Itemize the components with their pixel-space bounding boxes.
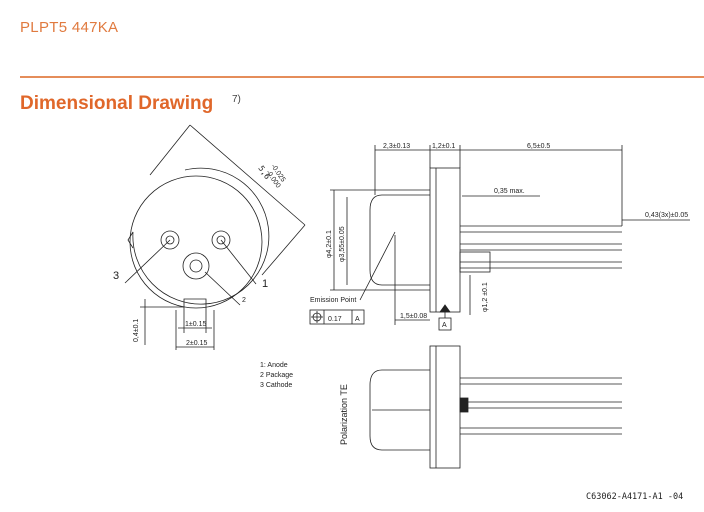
tolerance-value: 0.17 xyxy=(328,316,342,323)
dim-lead-dia: 0,43(3x)±0.05 xyxy=(645,212,688,219)
datum-box xyxy=(438,317,452,331)
pin-1-label: 1 xyxy=(262,278,268,290)
dim-body-dia: φ4,2±0.1 xyxy=(326,230,333,258)
emission-point-label: Emission Point xyxy=(310,297,356,304)
bottom-cap xyxy=(369,369,430,451)
section-title: Dimensional Drawing xyxy=(20,93,214,114)
pin-3-inner xyxy=(165,235,175,245)
side-view xyxy=(309,145,690,331)
dim-flange: 1,2±0.1 xyxy=(432,143,455,150)
datum-letter: A xyxy=(442,322,447,329)
polarization-label: Polarization TE xyxy=(339,384,349,445)
front-view xyxy=(124,124,306,350)
legend-item-anode: 1: Anode xyxy=(260,362,288,369)
pin-block xyxy=(459,251,491,273)
drawing-number: C63062-A4171-A1 -04 xyxy=(586,492,684,502)
tolerance-frame xyxy=(309,309,365,325)
part-number: PLPT5 447KA xyxy=(20,19,119,36)
bottom-view xyxy=(369,345,622,469)
pin-1-outer xyxy=(211,230,231,250)
key-notch xyxy=(183,298,207,307)
header-divider xyxy=(20,76,704,78)
leader-2 xyxy=(204,271,241,306)
dim-cap-dia: φ3,55±0.05 xyxy=(339,226,346,262)
dim-diameter-ext1 xyxy=(149,124,191,176)
dim-key-depth-label: 0,4±0.1 xyxy=(133,319,140,342)
dim-cap-length: 2,3±0.13 xyxy=(383,143,410,150)
dim-pcd: φ1,2 ±0.1 xyxy=(482,282,489,312)
dim-lead-length: 6,5±0.5 xyxy=(527,143,550,150)
pin-1-inner xyxy=(216,235,226,245)
pin-2-outer xyxy=(182,252,210,280)
pin-3-label: 3 xyxy=(113,270,119,282)
bottom-pin-block xyxy=(459,397,469,413)
tolerance-datum: A xyxy=(355,316,360,323)
front-body-circle xyxy=(129,175,263,309)
legend-item-cathode: 3 Cathode xyxy=(260,382,292,389)
leader-1 xyxy=(220,239,257,285)
side-flange xyxy=(429,167,461,313)
emission-leader xyxy=(359,231,396,301)
side-cap xyxy=(369,194,430,286)
pin-2-mid xyxy=(189,259,203,273)
legend-item-package: 2 Package xyxy=(260,372,293,379)
pin-3-outer xyxy=(160,230,180,250)
dim-key-label: 2±0.15 xyxy=(186,340,207,347)
datum-triangle xyxy=(439,304,451,313)
footnote-reference: 7) xyxy=(232,94,241,105)
pin-2-label: 2 xyxy=(242,297,246,304)
dim-emission-offset: 1,5±0.08 xyxy=(400,313,427,320)
bottom-flange xyxy=(429,345,461,469)
front-body-outline xyxy=(127,167,270,305)
dim-notch-label: 1±0.15 xyxy=(185,321,206,328)
leader-3 xyxy=(124,239,171,284)
dim-max: 0,35 max. xyxy=(494,188,525,195)
dim-diameter-line xyxy=(189,124,306,226)
dim-diameter-ext2 xyxy=(261,224,306,276)
